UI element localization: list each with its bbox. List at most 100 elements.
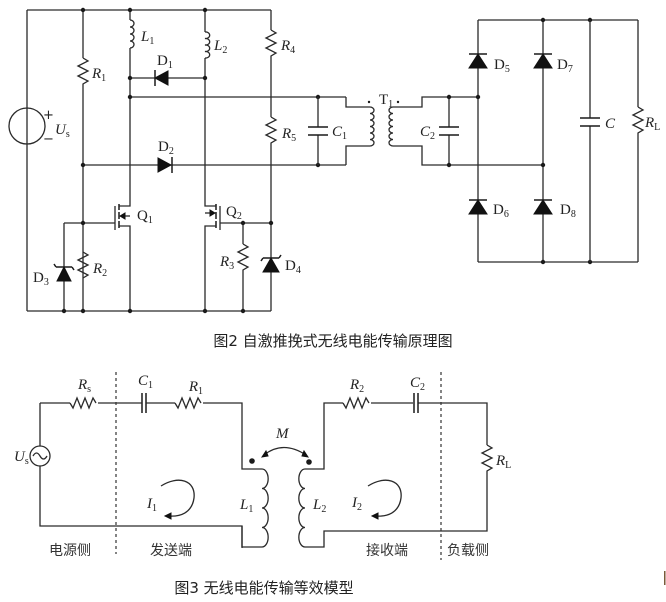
label-q2: Q2 xyxy=(226,204,242,222)
arrowhead-i2-icon xyxy=(370,512,379,520)
page-edge-mark xyxy=(664,571,666,585)
resistor-rl-eq-symbol xyxy=(480,444,494,472)
label-d4: D4 xyxy=(285,258,301,276)
resistor-r1-eq-symbol xyxy=(174,396,202,410)
junction-dot xyxy=(540,162,546,168)
zener-d3-bar xyxy=(53,263,75,271)
primary-top-wire xyxy=(40,402,262,470)
junction-dot xyxy=(475,94,481,100)
label-i1: I1 xyxy=(146,496,157,514)
diode-d7-symbol xyxy=(533,53,553,69)
capacitor-c1-eq-symbol xyxy=(141,393,147,413)
l2-polarity-dot xyxy=(306,459,312,465)
label-c2-eq: C2 xyxy=(410,375,425,393)
current-i1-arrow xyxy=(160,479,195,517)
diode-d8-symbol xyxy=(533,199,553,215)
label-rs: Rs xyxy=(77,377,91,395)
capacitor-c2-eq-symbol xyxy=(413,393,419,413)
inductor-l2-eq-symbol xyxy=(298,468,306,548)
label-d6: D6 xyxy=(493,202,509,220)
current-i2-arrow xyxy=(367,479,402,517)
t1-secondary-dot xyxy=(396,100,400,104)
resistor-r2-symbol xyxy=(76,251,90,279)
source-minus-sign: − xyxy=(43,132,54,147)
arrowhead-left-icon xyxy=(260,449,269,458)
transformer-t1-secondary-coil xyxy=(388,106,394,147)
resistor-r2-eq-symbol xyxy=(342,396,370,410)
zone-label-transmitter: 发送端 xyxy=(150,543,192,559)
label-d7: D7 xyxy=(557,57,573,75)
mosfet-q2-symbol xyxy=(204,203,221,311)
label-l1: L1 xyxy=(140,29,154,47)
label-c: C xyxy=(605,116,616,132)
capacitor-c-symbol xyxy=(580,117,600,127)
label-r1: R1 xyxy=(91,66,106,84)
resistor-r4-symbol xyxy=(264,29,278,58)
primary-left-bottom-wire xyxy=(39,403,243,548)
l1-polarity-dot xyxy=(249,458,255,464)
mutual-inductance-arc xyxy=(263,446,307,456)
capacitor-c2-symbol xyxy=(439,126,459,136)
zener-d4-symbol xyxy=(262,256,280,273)
label-rl-eq: RL xyxy=(495,453,511,471)
junction-dot xyxy=(540,17,546,23)
label-d2: D2 xyxy=(158,139,174,157)
diode-d1-symbol xyxy=(153,70,169,86)
resistor-rs-symbol xyxy=(69,396,97,410)
inductor-l1-eq-symbol xyxy=(261,468,269,548)
source-plus-sign: + xyxy=(43,108,54,123)
label-c1-eq: C1 xyxy=(138,373,153,391)
t1-secondary-wire xyxy=(393,96,543,166)
label-c2: C2 xyxy=(420,124,435,142)
label-us: Us xyxy=(55,122,70,140)
secondary-loop-wire xyxy=(305,402,488,548)
label-d5: D5 xyxy=(494,57,510,75)
arrowhead-right-icon xyxy=(301,449,310,458)
label-l1-eq: L1 xyxy=(239,497,253,515)
label-d1: D1 xyxy=(157,53,173,71)
label-rl: RL xyxy=(644,115,660,133)
label-r1-eq: R1 xyxy=(188,379,203,397)
inductor-l1-symbol xyxy=(129,19,135,49)
zener-d3-symbol xyxy=(56,265,72,282)
label-l2-eq: L2 xyxy=(312,497,326,515)
mosfet-q1-symbol xyxy=(114,203,131,311)
figure-3-equivalent-model: Us Rs C1 R1 L1 L2 M R2 C2 RL xyxy=(14,372,511,597)
junction-dot xyxy=(446,94,452,100)
capacitor-c1-symbol xyxy=(308,126,328,136)
rectifier-rails xyxy=(478,19,638,263)
zone-label-receiver: 接收端 xyxy=(366,542,408,559)
arrowhead-i1-icon xyxy=(163,512,172,520)
label-q1: Q1 xyxy=(137,208,153,226)
diode-d6-symbol xyxy=(468,199,488,215)
diode-d5-symbol xyxy=(468,53,488,69)
inductor-l2-symbol xyxy=(204,31,211,59)
zone-label-power-side: 电源侧 xyxy=(49,543,91,559)
label-l2: L2 xyxy=(213,38,227,56)
label-r5: R5 xyxy=(281,126,296,144)
sine-wave-icon xyxy=(32,452,48,460)
junction-dot xyxy=(446,162,452,168)
label-r3: R3 xyxy=(219,254,234,272)
ac-source-us-symbol xyxy=(29,445,51,467)
figure-2-caption: 图2 自激推挽式无线电能传输原理图 xyxy=(213,332,452,350)
label-us-eq: Us xyxy=(14,449,29,467)
figure-2-self-oscillating-push-pull-circuit: + − Us R1 R2 D3 L1 L2 D1 xyxy=(8,7,660,350)
label-r2: R2 xyxy=(92,261,107,279)
label-t1: T1 xyxy=(379,92,393,110)
resistor-r1-symbol xyxy=(76,57,90,88)
label-r4: R4 xyxy=(280,38,295,56)
label-m: M xyxy=(275,426,290,442)
diode-d2-symbol xyxy=(157,157,173,173)
label-r2-eq: R2 xyxy=(349,377,364,395)
t1-primary-wire xyxy=(345,97,370,165)
label-d8: D8 xyxy=(560,202,576,220)
label-c1: C1 xyxy=(332,124,347,142)
resistor-r5-symbol xyxy=(264,116,278,145)
transformer-t1-primary-coil xyxy=(369,106,375,147)
label-i2: I2 xyxy=(351,495,362,513)
label-d3: D3 xyxy=(33,270,49,288)
zener-d4-bar xyxy=(260,254,282,262)
resistor-r3-symbol xyxy=(236,243,250,272)
